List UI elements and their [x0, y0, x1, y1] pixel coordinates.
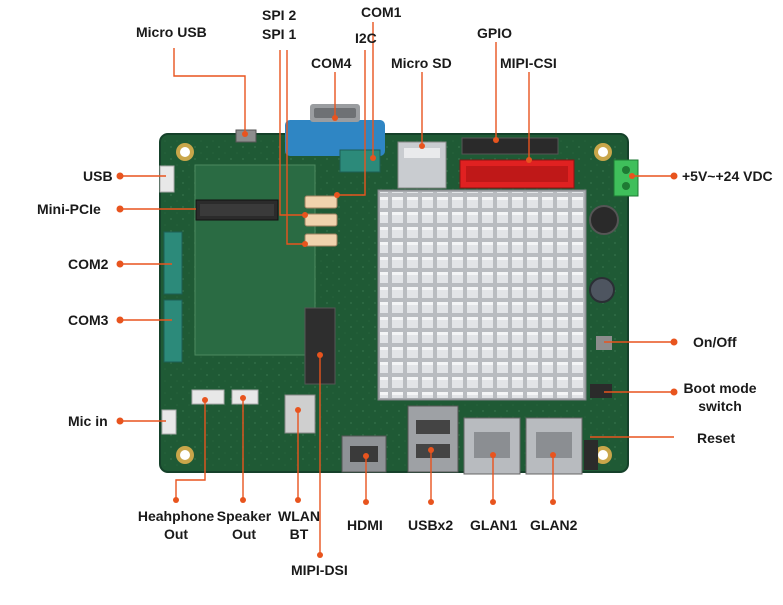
label-mipi-csi: MIPI-CSI [500, 55, 557, 71]
label-boot-mode: Boot mode switch [675, 379, 765, 415]
label-wlan-line1: WLAN [278, 508, 320, 524]
label-speaker: Speaker Out [208, 507, 280, 543]
usb-connector [159, 165, 175, 193]
com2-header [163, 231, 183, 295]
label-gpio: GPIO [477, 25, 513, 41]
label-boot-mode-line2: switch [698, 398, 742, 414]
callout-dots [116, 115, 678, 558]
boot-mode-switch [590, 384, 612, 398]
label-com2: COM2 [68, 256, 109, 272]
callout-lines [120, 22, 674, 555]
label-micro-sd: Micro SD [391, 55, 452, 71]
label-com4: COM4 [311, 55, 352, 71]
label-headphone-line2: Out [163, 526, 189, 542]
com4-connector [285, 104, 385, 156]
inductor [589, 205, 619, 235]
usbx2-port [407, 405, 459, 473]
label-on-off: On/Off [693, 334, 737, 350]
label-speaker-line1: Speaker [216, 508, 272, 524]
label-mini-pcie: Mini-PCIe [37, 201, 101, 217]
on-off-switch [596, 336, 612, 350]
gpio-header [459, 159, 575, 189]
label-i2c: I2C [355, 30, 377, 46]
label-wlan-line2: BT [289, 526, 309, 542]
mipi-csi-connector [461, 137, 559, 155]
label-headphone: Heahphone Out [131, 507, 221, 543]
power-terminal [613, 159, 639, 197]
leader-spi1 [286, 50, 305, 245]
leader-micro-usb [173, 48, 246, 133]
mic-connector [161, 409, 177, 435]
leader-i2c [337, 50, 366, 196]
com3-header [163, 299, 183, 363]
label-wlan: WLAN BT [272, 507, 326, 543]
label-spi2: SPI 2 [262, 7, 297, 23]
label-reset: Reset [697, 430, 736, 446]
label-headphone-line1: Heahphone [137, 508, 215, 524]
spi-i2c-connectors [304, 195, 338, 247]
label-usb: USB [83, 168, 113, 184]
heatsink [377, 189, 587, 401]
label-com3: COM3 [68, 312, 109, 328]
label-power: +5V~+24 VDC [682, 168, 773, 184]
label-mic-in: Mic in [68, 413, 108, 429]
mini-pcie-area [194, 164, 316, 356]
label-mipi-dsi: MIPI-DSI [291, 562, 348, 578]
headphone-connector [191, 389, 225, 405]
capacitor [589, 277, 615, 303]
com1-header [339, 149, 381, 173]
label-glan2: GLAN2 [530, 517, 578, 533]
label-com1: COM1 [361, 4, 402, 20]
glan2-port [525, 417, 583, 475]
label-speaker-line2: Out [231, 526, 257, 542]
label-spi1: SPI 1 [262, 26, 297, 42]
label-hdmi: HDMI [347, 517, 383, 533]
mounting-holes [176, 143, 612, 464]
wlan-module [284, 394, 316, 434]
label-usbx2: USBx2 [408, 517, 454, 533]
label-micro-usb: Micro USB [136, 24, 207, 40]
reset-button [584, 440, 598, 470]
leader-headphone [175, 400, 206, 500]
leader-spi2 [279, 50, 305, 216]
label-boot-mode-line1: Boot mode [683, 380, 757, 396]
label-glan1: GLAN1 [470, 517, 518, 533]
